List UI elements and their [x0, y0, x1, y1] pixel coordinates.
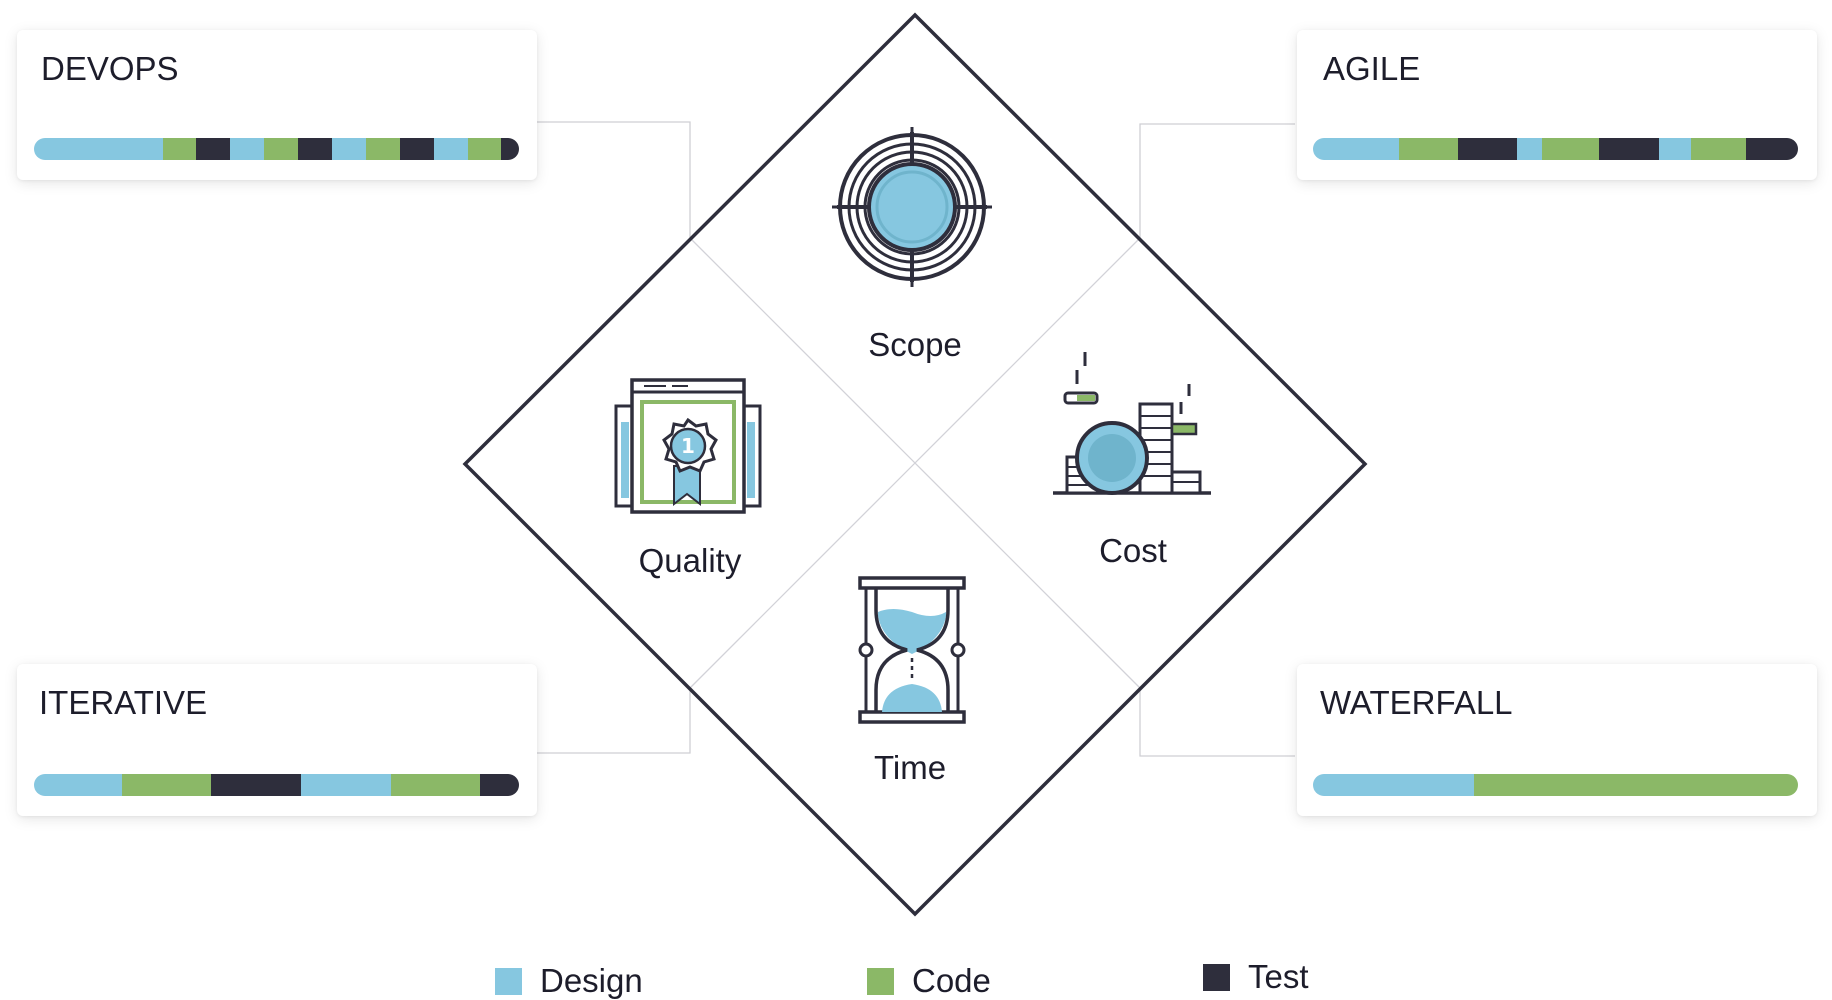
connector-lines	[537, 121, 1295, 757]
card-title-agile: AGILE	[1323, 50, 1421, 87]
phase-bar-devops	[34, 138, 519, 160]
legend-item-design: Design	[495, 962, 643, 1000]
phase-segment-design	[1659, 138, 1691, 160]
phase-segment-design	[230, 138, 265, 160]
phase-segment-test	[196, 138, 231, 160]
phase-segment-test	[298, 138, 332, 160]
phase-segment-test	[1599, 138, 1659, 160]
connector-devops	[537, 121, 691, 238]
phase-segment-code	[1399, 138, 1458, 160]
card-title-iterative: ITERATIVE	[39, 684, 208, 721]
phase-segment-design	[1517, 138, 1542, 160]
quadrant-label-scope: Scope	[868, 326, 962, 363]
card-iterative: ITERATIVE	[17, 664, 537, 816]
phase-bar-waterfall	[1313, 774, 1798, 796]
connector-iterative	[537, 688, 691, 754]
quadrant-label-cost: Cost	[1099, 532, 1167, 569]
phase-segment-code	[467, 138, 502, 160]
phase-segment-code	[390, 774, 481, 796]
svg-text:1: 1	[681, 434, 695, 458]
phase-segment-design	[1313, 774, 1474, 796]
phase-segment-test	[1458, 138, 1517, 160]
phase-segment-test	[211, 774, 301, 796]
connector-waterfall	[1139, 688, 1295, 757]
quadrant-dividers	[689, 237, 1141, 689]
legend-item-test: Test	[1203, 958, 1309, 996]
legend-swatch-test	[1203, 963, 1230, 991]
phase-segment-code	[365, 138, 400, 160]
card-title-devops: DEVOPS	[41, 50, 179, 87]
phase-segment-test	[1746, 138, 1798, 160]
phase-segment-design	[300, 774, 391, 796]
certificate-icon: 1	[614, 378, 762, 514]
phase-segment-design	[34, 138, 163, 160]
phase-bar-agile	[1313, 138, 1798, 160]
phase-segment-code	[1542, 138, 1599, 160]
connector-agile	[1139, 123, 1295, 238]
legend-label-design: Design	[540, 962, 643, 999]
coins-icon	[1053, 352, 1211, 495]
diamond-outline	[462, 12, 1368, 917]
legend-item-code: Code	[867, 962, 991, 1000]
quadrant-label-quality: Quality	[638, 542, 742, 579]
target-icon	[832, 127, 992, 287]
phase-segment-design	[34, 774, 122, 796]
legend-label-test: Test	[1248, 958, 1309, 995]
legend-swatch-design	[495, 967, 522, 995]
legend-label-code: Code	[912, 962, 991, 999]
quadrant-label-time: Time	[873, 749, 947, 786]
phase-segment-code	[1474, 774, 1798, 796]
phase-segment-design	[433, 138, 468, 160]
hourglass-icon	[858, 576, 966, 724]
card-devops: DEVOPS	[17, 30, 537, 180]
phase-segment-code	[264, 138, 299, 160]
card-agile: AGILE	[1297, 30, 1817, 180]
card-waterfall: WATERFALL	[1297, 664, 1817, 816]
phase-segment-test	[399, 138, 434, 160]
phase-segment-test	[501, 138, 519, 160]
card-title-waterfall: WATERFALL	[1320, 684, 1513, 721]
phase-bar-iterative	[34, 774, 519, 796]
phase-segment-code	[162, 138, 197, 160]
phase-segment-code	[121, 774, 212, 796]
legend-swatch-code	[867, 967, 894, 995]
phase-segment-test	[480, 774, 519, 796]
phase-segment-design	[1313, 138, 1399, 160]
phase-segment-design	[332, 138, 366, 160]
phase-segment-code	[1691, 138, 1746, 160]
